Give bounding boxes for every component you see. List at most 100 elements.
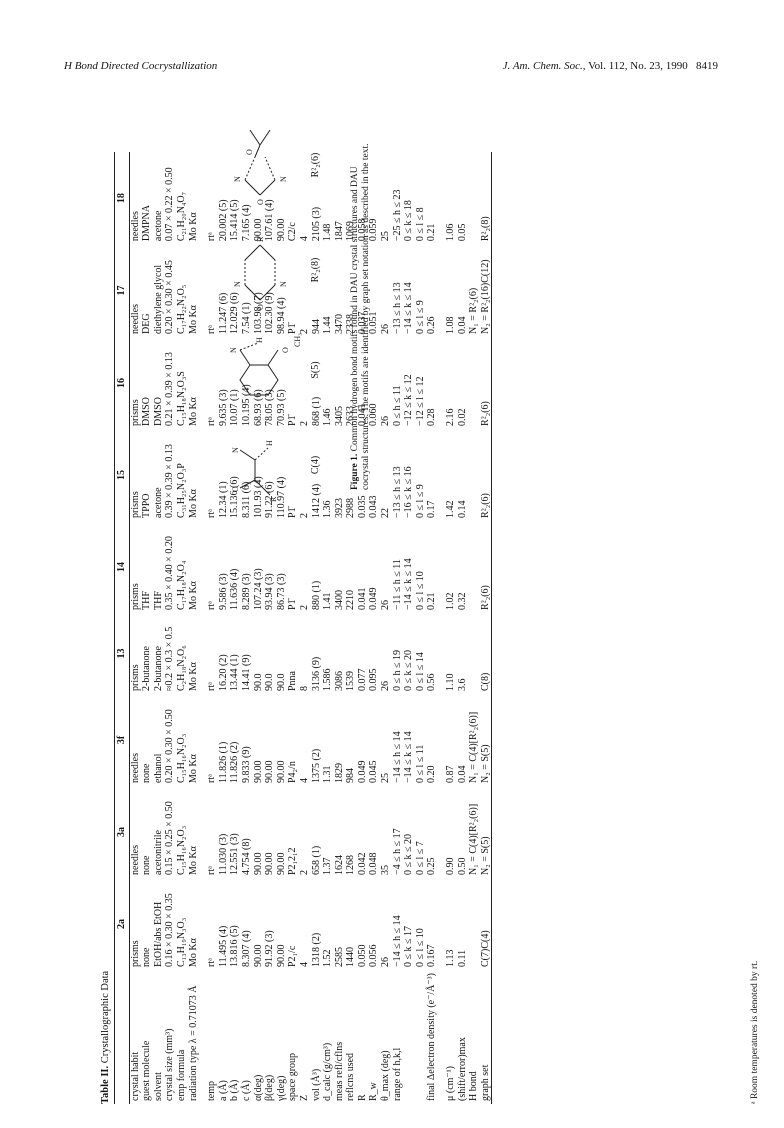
table-cell: C(8) (479, 612, 492, 694)
motif-label-s5: S(5) (310, 361, 321, 379)
table-cell: 8.307 (4) (240, 930, 252, 967)
table-cell: 0.07 × 0.22 × 0.50 (164, 167, 176, 242)
table-cell: Mo Kα (187, 938, 199, 967)
table-cell: 0 ≤ h ≤ 11 (391, 385, 403, 426)
table-cell: ethanol (152, 753, 164, 783)
table-cell: prisms (129, 399, 141, 426)
column-header: 16 (114, 336, 130, 429)
table-cell: −14 ≤ h ≤ 14 (391, 731, 403, 783)
svg-text:O: O (256, 199, 265, 205)
table-cell: 2-butanone (152, 646, 164, 691)
table-cell: P2₁2₁2 (287, 847, 299, 875)
table-cell: 90.00 (264, 760, 276, 784)
table-cell: Mo Kα (187, 212, 199, 242)
figure-caption-label: Figure 1. (350, 453, 360, 490)
table-cell: 90.0 (275, 673, 287, 692)
table-cell: 1.37 (322, 857, 334, 876)
table-cell: 11.636 (4) (229, 568, 241, 610)
table-cell: 1.42 (445, 500, 457, 518)
table-cell: 0.041 (356, 587, 368, 610)
table-cell: C₁₃H₁₉N₃O₃ (175, 917, 187, 967)
table-cell: 0.15 × 0.25 × 0.50 (164, 801, 176, 875)
table-cell: 90.00 (252, 852, 264, 876)
table-cell: 11.826 (1) (217, 741, 229, 783)
table-caption-text: Crystallographic Data (100, 970, 111, 1064)
row-label: θ_max (deg) (380, 1050, 392, 1101)
table-cell: 90.00 (275, 760, 287, 784)
table-cell: EtOH/abs EtOH (152, 901, 164, 967)
table-cell: P2₁/c (287, 945, 299, 967)
table-cell: C₂₁H₂₀N₄O₇ (175, 191, 187, 242)
table-cell: THF (141, 591, 153, 610)
table-cell: 1539 (345, 671, 357, 691)
svg-text:O: O (281, 347, 290, 353)
table-cell: 90.00 (275, 944, 287, 968)
table-cell: 0.042 (356, 852, 368, 876)
table-cell: needles (129, 845, 141, 875)
table-cell: 0 ≤ k ≤ 20 (403, 650, 415, 691)
table-cell: DMPNA (141, 205, 153, 242)
table-cell: Mo Kα (187, 662, 199, 691)
row-label: space group (287, 1052, 299, 1101)
table-cell: 0 ≤ l ≤ 7 (414, 841, 426, 875)
table-cell: 26 (380, 415, 392, 426)
table-cell: 0.02 (456, 408, 468, 426)
table-cell: P1̄ (287, 599, 299, 610)
table-cell: prisms (129, 583, 141, 610)
table-cell: 1.52 (322, 949, 334, 968)
table-cell: rtᵃ (206, 958, 218, 967)
table-cell: 0.32 (456, 592, 468, 610)
table-cell: 4 (298, 962, 310, 967)
table-cell: DMSO (152, 397, 164, 426)
table-cell: Mo Kα (187, 397, 199, 426)
table-cell: R²₂(8) (479, 152, 492, 245)
table-cell: rtᵃ (206, 774, 218, 783)
table-cell: 2 (298, 604, 310, 610)
svg-text:N: N (229, 347, 238, 353)
row-label: c (Å) (240, 1080, 252, 1101)
table-cell: R²₂(6) (479, 520, 492, 613)
table-cell: 3.6 (456, 678, 468, 692)
table-cell: 0.11 (456, 949, 468, 967)
table-cell: Mo Kα (187, 581, 199, 610)
row-label: a (Å) (217, 1080, 229, 1101)
table-cell: 0.05 (456, 223, 468, 242)
table-cell: Mo Kα (187, 754, 199, 783)
table-cell: 1.08 (445, 316, 457, 334)
table-cell: 0 ≤ l ≤ 14 (414, 652, 426, 691)
table-cell: 11.495 (4) (217, 925, 229, 967)
table-cell: 0.39 × 0.39 × 0.13 (164, 444, 176, 518)
page-number: 8419 (696, 60, 718, 72)
table-cell: N₁ = R²₂(6) (468, 287, 480, 334)
table-cell: 1375 (2) (310, 748, 322, 783)
row-label: meas refl/cflns (333, 1041, 345, 1101)
table-cell: 0 ≤ k ≤ 18 (403, 200, 415, 242)
table-cell: P4₂/n (287, 761, 299, 783)
table-cell: 0 ≤ k ≤ 20 (403, 834, 415, 875)
column-header: 3a (114, 786, 130, 878)
table-cell: N₂ = S(5) (479, 694, 492, 786)
table-cell: N₁ = C(4)[R²₂(6)] (468, 711, 480, 783)
table-cell: acetonitrile (152, 830, 164, 875)
table-cell: R²₂(6) (479, 336, 492, 429)
table-cell: 880 (1) (310, 580, 322, 610)
table-cell: 11.826 (2) (229, 741, 241, 783)
table-cell: prisms (129, 491, 141, 518)
table-cell: 0.20 × 0.30 × 0.45 (164, 260, 176, 334)
table-cell: 0.04 (456, 765, 468, 784)
running-title: H Bond Directed Cocrystallization (64, 60, 218, 72)
table-cell: 2-butanone (141, 646, 153, 691)
table-cell: −12 ≤ k ≤ 12 (403, 374, 415, 426)
svg-text:H: H (255, 337, 264, 343)
row-label: crystal size (mm³) (164, 1028, 176, 1101)
table-footnote: ᵃ Room temperatures is denoted by rt. (750, 960, 760, 1104)
table-cell: 8 (298, 686, 310, 691)
table-cell: N₂ = R²₂(16)C(12) (479, 244, 492, 337)
